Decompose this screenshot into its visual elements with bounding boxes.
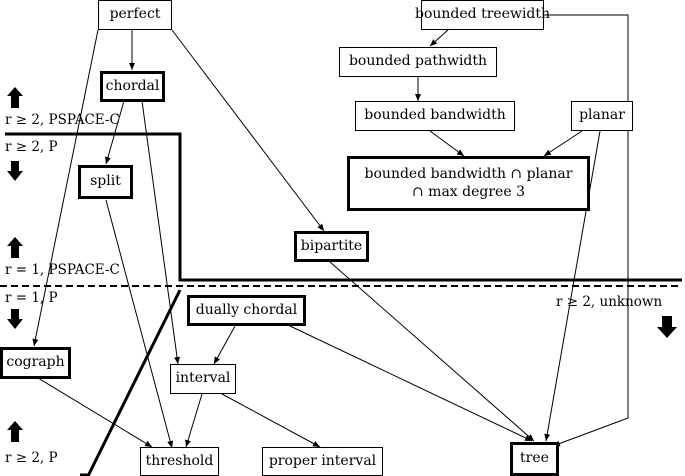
arrow-icons: [7, 87, 677, 442]
down-arrow-icon: [657, 316, 677, 338]
node-bounded-treewidth-label: bounded treewidth: [414, 6, 551, 23]
node-interval-label: interval: [175, 370, 231, 387]
node-bounded-treewidth: bounded treewidth: [415, 0, 550, 30]
node-bounded-bandwidth-label: bounded bandwidth: [364, 107, 506, 124]
region-label-r2-p-upper: r ≥ 2, P: [5, 139, 58, 155]
node-bbw-planar-line1: bounded bandwidth ∩ planar: [364, 166, 573, 182]
node-bipartite-label: bipartite: [300, 237, 363, 254]
edge-perfect-cograph: [32, 29, 99, 347]
edge-interval-proper: [221, 393, 321, 448]
edge-chordal-split: [105, 100, 125, 165]
node-cograph: cograph: [0, 347, 71, 379]
edge-dually-interval: [213, 325, 236, 365]
node-bounded-bandwidth: bounded bandwidth: [355, 101, 515, 131]
edge-chordal-interval: [141, 100, 181, 365]
node-proper-interval-label: proper interval: [268, 452, 377, 469]
edge-bandwidth-combined: [429, 130, 465, 157]
edge-treewidth-pathwidth: [429, 29, 449, 47]
node-perfect-label: perfect: [109, 6, 161, 23]
edge-split-threshold: [105, 199, 174, 449]
up-arrow-icon: [7, 87, 23, 108]
node-chordal-label: chordal: [105, 77, 160, 94]
node-perfect: perfect: [98, 0, 172, 30]
region-label-r2-pspace: r ≥ 2, PSPACE-C: [5, 112, 120, 128]
up-arrow-icon: [7, 237, 23, 258]
node-bbw-planar-line2: ∩ max degree 3: [412, 183, 525, 200]
node-bbw-planar-maxdeg: bounded bandwidth ∩ planar ∩ max degree …: [347, 156, 590, 211]
edge-interval-threshold: [185, 393, 203, 448]
node-bounded-pathwidth: bounded pathwidth: [339, 47, 497, 77]
node-proper-interval: proper interval: [262, 447, 383, 476]
node-threshold: threshold: [140, 447, 219, 476]
region-label-r1-p: r = 1, P: [5, 290, 58, 306]
edge-dually-tree: [289, 325, 533, 442]
down-arrow-icon: [7, 309, 23, 329]
edge-perfect-bipartite: [171, 29, 325, 232]
node-interval: interval: [170, 364, 236, 394]
upper-thick-boundary: [5, 132, 682, 282]
node-dually-chordal-label: dually chordal: [195, 301, 298, 318]
edge-planar-combined: [543, 130, 583, 157]
node-tree-label: tree: [520, 450, 549, 467]
node-split: split: [78, 165, 133, 199]
region-boundaries: [0, 132, 682, 476]
node-planar-label: planar: [579, 107, 625, 124]
edge-cograph-threshold: [37, 377, 153, 448]
up-arrow-icon: [7, 421, 23, 442]
edge-bipartite-tree: [329, 261, 535, 442]
diagonal-thick-boundary: [86, 289, 182, 476]
node-threshold-label: threshold: [145, 452, 214, 469]
edge-planar-tree: [544, 130, 601, 442]
edges: [32, 14, 629, 449]
node-chordal: chordal: [100, 71, 165, 102]
node-dually-chordal: dually chordal: [187, 295, 306, 326]
down-arrow-icon: [7, 161, 23, 181]
node-cograph-label: cograph: [6, 354, 65, 371]
node-bounded-pathwidth-label: bounded pathwidth: [348, 53, 488, 70]
edge-treewidth-tree: [544, 14, 629, 447]
node-split-label: split: [90, 173, 121, 190]
region-label-r2-p-lower: r ≥ 2, P: [5, 450, 58, 466]
node-bipartite: bipartite: [294, 231, 369, 262]
region-label-r2-unknown: r ≥ 2, unknown: [556, 294, 663, 310]
node-planar: planar: [571, 101, 633, 131]
region-label-r1-pspace: r = 1, PSPACE-C: [5, 262, 120, 278]
node-tree: tree: [510, 442, 559, 476]
